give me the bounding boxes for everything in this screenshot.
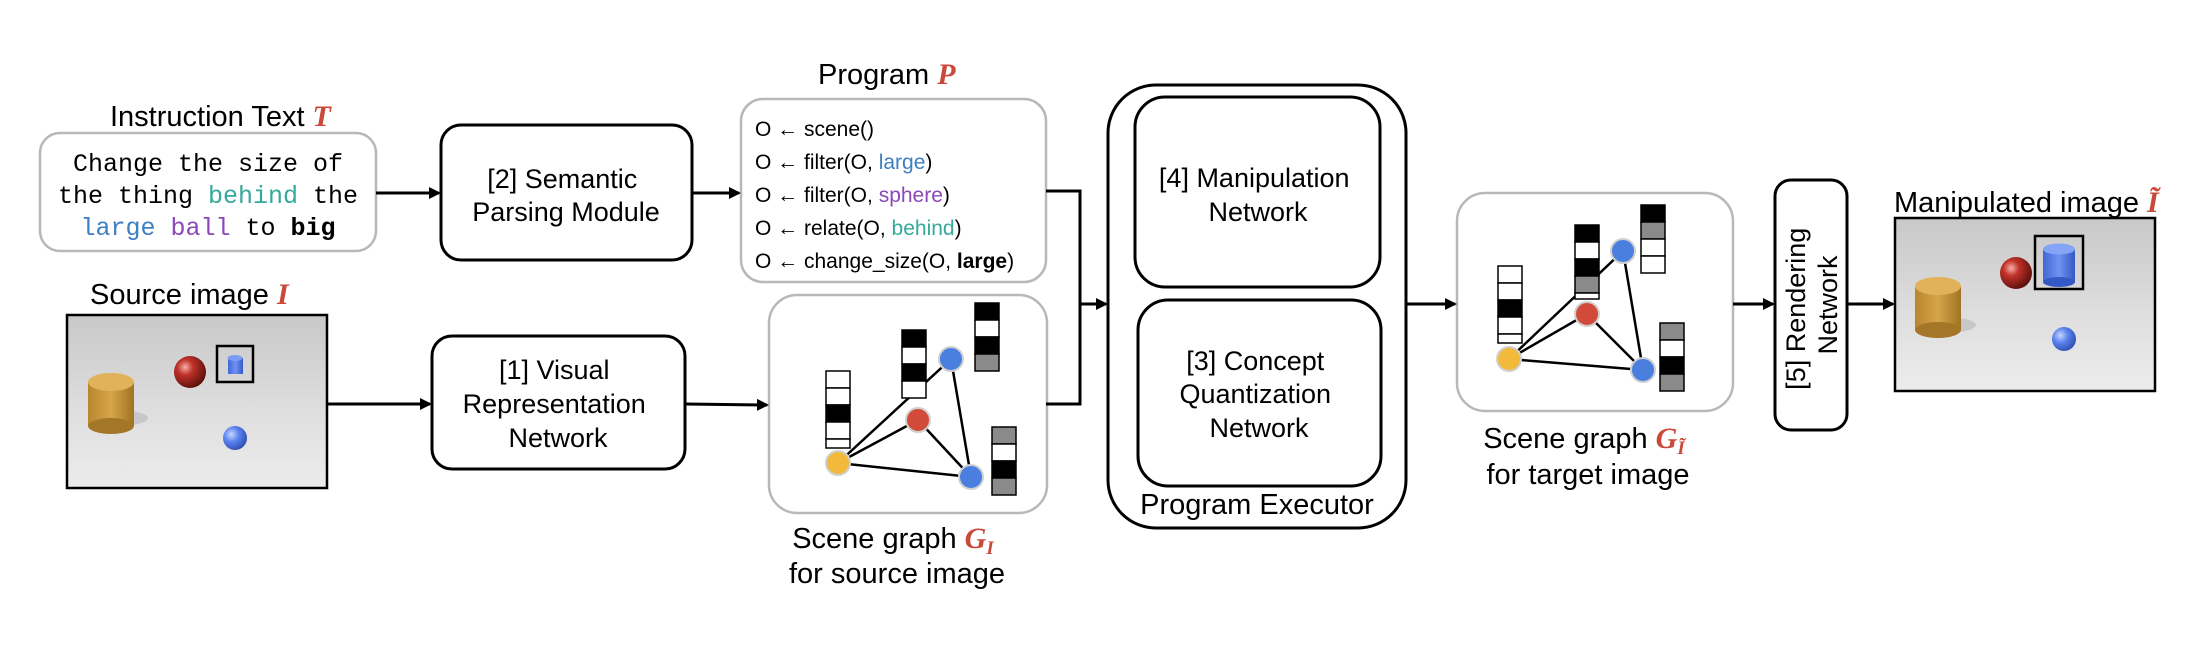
connector: [1046, 189, 1082, 406]
graph-node-yellow: [1496, 346, 1522, 372]
semantic-parsing-label: [2] Semantic Parsing Module: [472, 164, 660, 227]
instruction-line: Change the size of: [73, 150, 343, 179]
red-ball: [174, 356, 206, 388]
program-line: O ← filter(O, large): [755, 151, 932, 174]
program-text: O ← scene() O ← filter(O, large) O ← filte…: [755, 118, 1014, 273]
arrows: [327, 187, 1895, 411]
manipulation-network: [1133, 95, 1382, 289]
feature-vector: [991, 426, 1017, 496]
target-bounding-box: [2033, 234, 2085, 291]
feature-vector: [1574, 224, 1600, 300]
program-line: O ← change_size(O, large): [755, 250, 1014, 273]
visual-representation-label: [1] Visual Representation Network: [463, 355, 654, 453]
rendering-network-label: [5] Rendering Network: [1781, 220, 1843, 390]
red-ball: [2000, 257, 2032, 289]
feature-vector: [974, 302, 1000, 372]
target-scene-graph: [1496, 204, 1685, 392]
target-bounding-box: [215, 344, 255, 384]
manipulated-image: [1893, 216, 2157, 393]
visual-representation-network: [430, 334, 687, 471]
feature-vector: [901, 329, 927, 399]
graph-node-blue: [958, 464, 984, 490]
graph-node-red: [1574, 301, 1600, 327]
feature-vector: [1659, 322, 1685, 392]
instruction-line: large ball to big: [80, 214, 335, 243]
blue-ball: [2052, 327, 2076, 351]
graph-node-blue: [1610, 238, 1636, 264]
blue-ball: [223, 426, 247, 450]
graph-node-yellow: [825, 450, 851, 476]
graph-node-blue: [938, 346, 964, 372]
manipulation-network-label: [4] Manipulation Network: [1159, 163, 1357, 227]
feature-vector: [1497, 265, 1523, 344]
concept-quantization-network: [1136, 298, 1383, 488]
graph-node-blue: [1630, 357, 1656, 383]
concept-quantization-label: [3] Concept Quantization Network: [1179, 346, 1338, 443]
source-scene-graph: [825, 302, 1017, 496]
instruction-line: the thing behind the: [58, 182, 358, 211]
feature-vector: [825, 370, 851, 449]
program-executor-label: Program Executor: [1140, 489, 1374, 521]
program-line: O ← relate(O, behind): [755, 217, 962, 240]
arrow: [684, 398, 769, 411]
program-line: O ← filter(O, sphere): [755, 184, 950, 207]
graph-node-red: [905, 407, 931, 433]
feature-vector: [1640, 204, 1666, 274]
program-line: O ← scene(): [755, 118, 874, 141]
source-image: [65, 313, 329, 490]
instruction-text: Change the size of the thing behind the la…: [58, 150, 358, 243]
